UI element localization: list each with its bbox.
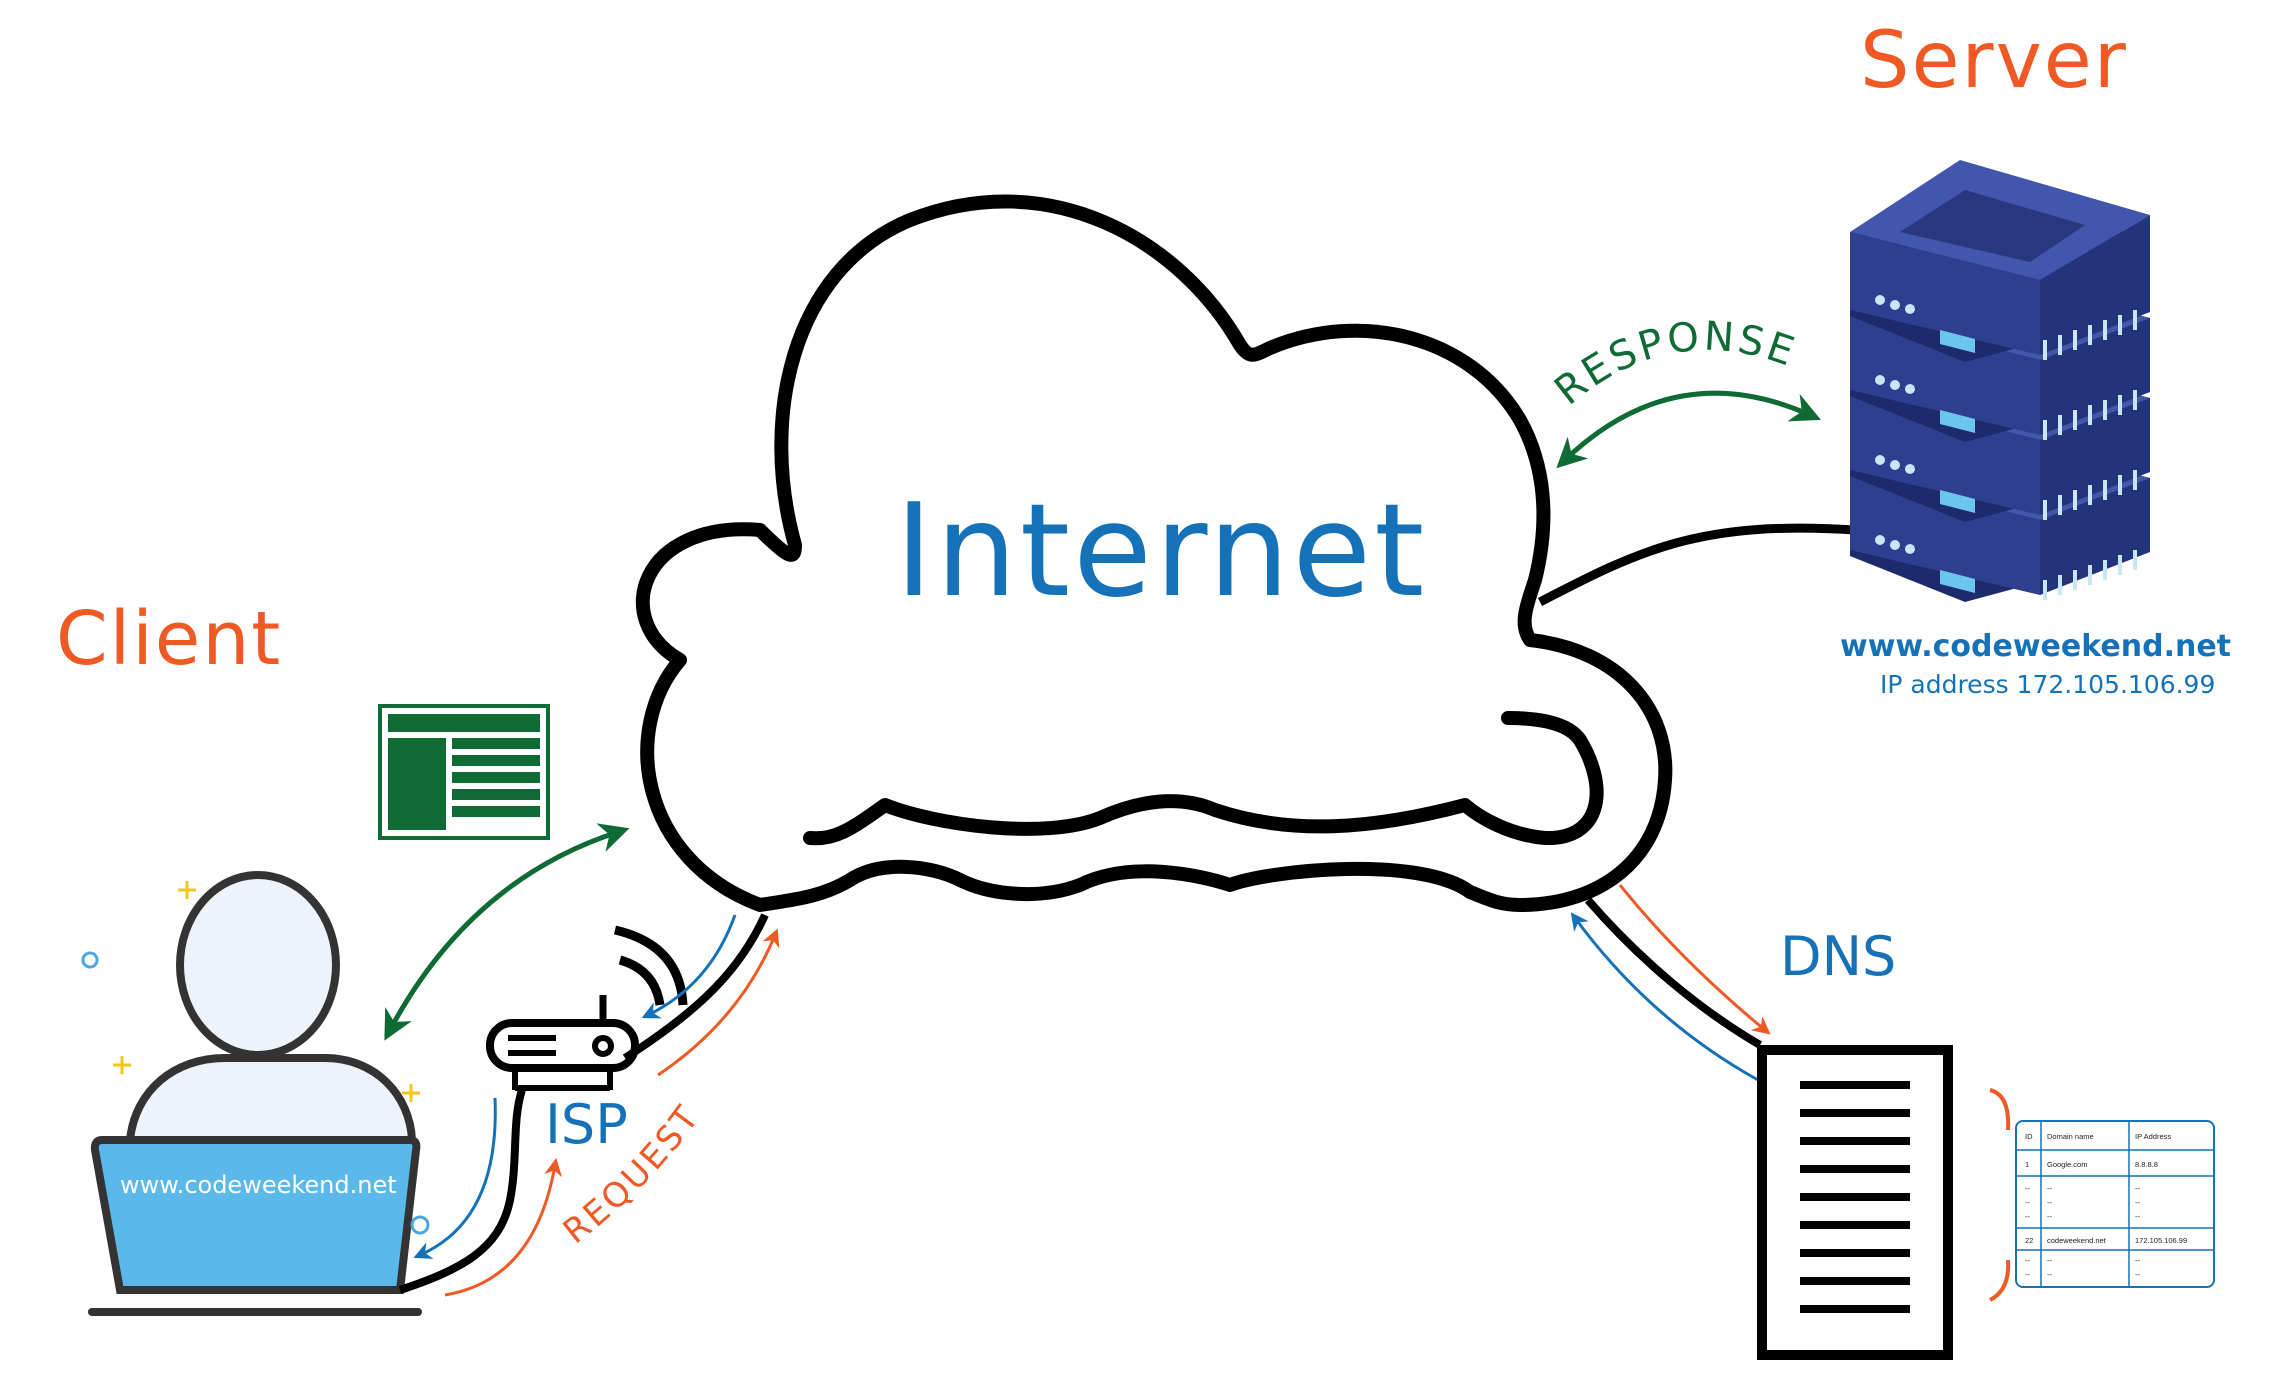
dns-cell: -- [2025,1212,2030,1221]
dns-col-ip: IP Address [2135,1132,2172,1141]
webpage-icon [378,704,550,840]
dns-cell: -- [2025,1270,2030,1279]
dns-cell: -- [2047,1256,2052,1265]
dns-table-bracket [1989,1088,2011,1302]
isp-label: ISP [545,1093,628,1156]
router-icon [486,925,688,1091]
dns-table-grid [2017,1122,2213,1286]
internet-cloud-icon [635,194,1673,912]
server-title: Server [1860,16,2128,106]
dns-cell: -- [2025,1184,2030,1193]
server-icon [1850,160,2150,602]
dns-cable [1584,897,1763,1049]
dns-cell: 8.8.8.8 [2135,1160,2158,1169]
dns-request-arrow [1618,884,1771,1035]
request-arrow-2 [657,928,780,1077]
dns-cell: -- [2047,1270,2052,1279]
user-icon [125,871,417,1144]
dns-cell: -- [2135,1198,2140,1207]
server-cable [1537,523,1856,606]
client-internet-arrow [384,823,630,1041]
server-url: www.codeweekend.net [1840,629,2232,664]
dns-cell: 22 [2025,1236,2034,1245]
dns-col-domain: Domain name [2047,1132,2094,1141]
internet-title: Internet [895,477,1428,626]
return-arrow-2 [641,914,737,1019]
dns-cell: 1 [2025,1160,2030,1169]
isp-uplink-cable [622,913,769,1062]
laptop-screen-text: www.codeweekend.net [120,1171,397,1199]
request-arrow-1 [444,1157,563,1297]
dns-col-id: ID [2025,1132,2033,1141]
dns-cell: -- [2025,1256,2030,1265]
dns-cell: -- [2025,1198,2030,1207]
return-arrow-1 [413,1097,497,1259]
dns-cell: -- [2135,1212,2140,1221]
dns-cell: -- [2047,1212,2052,1221]
dns-cell: -- [2047,1198,2052,1207]
dns-cell: 172.105.106.99 [2135,1236,2188,1245]
dns-cell: -- [2135,1256,2140,1265]
sparkle-decorations [81,881,430,1235]
dns-response-arrow [1570,912,1759,1082]
laptop-icon [88,1136,422,1316]
isp-cable [398,1088,526,1294]
response-arrow [1556,390,1821,469]
dns-table: ID Domain name IP Address 1 Google.com 8… [2015,1120,2215,1288]
dns-cell: -- [2047,1184,2052,1193]
dns-label: DNS [1780,925,1897,988]
server-ip: IP address 172.105.106.99 [1880,670,2216,699]
dns-cell: Google.com [2047,1160,2088,1169]
dns-cell: -- [2135,1270,2140,1279]
dns-cell: codeweekend.net [2047,1236,2106,1245]
dns-cell: -- [2135,1184,2140,1193]
client-title: Client [56,596,283,682]
dns-document-icon [1757,1045,1953,1360]
